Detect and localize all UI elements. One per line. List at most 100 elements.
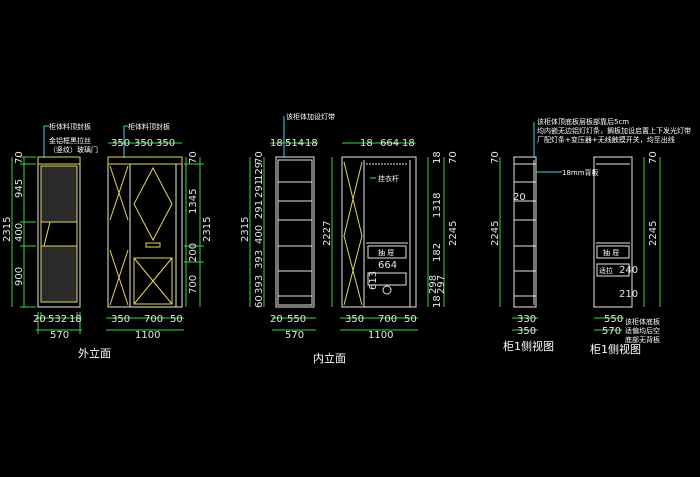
caption-exterior: 外立面 bbox=[78, 346, 111, 360]
dim-570: 570 bbox=[50, 330, 69, 341]
caption-side-1: 柜1侧视图 bbox=[503, 339, 554, 353]
dim-400: 400 bbox=[14, 223, 25, 242]
dim-70: 70 bbox=[14, 151, 25, 164]
dim-200: 200 bbox=[188, 243, 199, 262]
dim-1318: 1318 bbox=[432, 193, 443, 218]
dim-350: 350 bbox=[517, 326, 536, 337]
caption-interior: 内立面 bbox=[313, 351, 346, 365]
dim-18: 18 bbox=[402, 138, 415, 149]
dim-2245: 2245 bbox=[448, 221, 459, 246]
side-note-1: 该柜体顶底板层板部靠后5cm bbox=[537, 117, 629, 126]
dim-1100: 1100 bbox=[135, 330, 160, 341]
upper-glass-door bbox=[40, 165, 78, 223]
dim-297: 297 bbox=[436, 275, 447, 294]
dim-20: 20 bbox=[513, 192, 526, 203]
drawer-side bbox=[596, 245, 630, 259]
dim-393: 393 bbox=[254, 275, 265, 294]
side-note-3: 厂配灯条+变压器+无线触摸开关，均至出线 bbox=[537, 135, 675, 144]
dim-350: 350 bbox=[111, 138, 130, 149]
exterior-left-dimensions: 70 945 2315 400 900 bbox=[2, 151, 36, 308]
drawer-side-label: 抽 屉 bbox=[603, 248, 619, 257]
exterior-wide-dimensions: 350 350 350 70 1345 2315 200 700 350 700… bbox=[106, 138, 213, 341]
dim-1345: 1345 bbox=[188, 189, 199, 214]
dim-514: 514 bbox=[285, 138, 304, 149]
bottom-note-3: 底部无背板 bbox=[625, 335, 660, 344]
dim-70: 70 bbox=[448, 151, 459, 164]
exterior-bottom-dimensions: 20 532 18 570 bbox=[33, 312, 82, 341]
interior-shelf-cabinet bbox=[275, 156, 315, 308]
exterior-wide-cabinet bbox=[107, 156, 183, 308]
interior-shelf-dimensions: 该柜体加设灯带 18 514 18 70 129 291 291 2315 40… bbox=[240, 112, 335, 341]
dim-129: 129 bbox=[254, 162, 265, 181]
dim-298: 298 bbox=[428, 275, 439, 294]
dim-291: 291 bbox=[254, 200, 265, 219]
side-note-2: 均内嵌无边铝灯灯条，搁板加设启置上下发光灯带 bbox=[537, 126, 691, 135]
pullout-label: 适拉 bbox=[599, 266, 613, 275]
dim-700: 700 bbox=[378, 314, 397, 325]
dim-2227: 2227 bbox=[322, 221, 333, 246]
bottom-note-1: 该柜体底板 bbox=[625, 317, 660, 326]
dim-330: 330 bbox=[517, 314, 536, 325]
dim-240: 240 bbox=[619, 265, 638, 276]
dim-664: 664 bbox=[378, 260, 397, 271]
dim-532: 532 bbox=[48, 314, 67, 325]
exterior-notes: 柜体料顶封板 金铝框黑拉丝 （竖纹）玻璃门 柜体料顶封板 bbox=[43, 122, 170, 158]
dim-70: 70 bbox=[490, 151, 501, 164]
dim-393: 393 bbox=[254, 250, 265, 269]
dim-350: 350 bbox=[345, 314, 364, 325]
dim-20: 20 bbox=[33, 314, 46, 325]
side-view-2-dimensions: 70 2245 该柜体底板 适偏均后空 底部无背板 550 570 bbox=[594, 151, 661, 344]
interior-wardrobe-dimensions: 18 664 18 2227 18 70 1318 2245 182 298 2… bbox=[322, 138, 459, 341]
drawer-label: 抽 屉 bbox=[378, 248, 394, 257]
dim-400: 400 bbox=[254, 225, 265, 244]
dim-70: 70 bbox=[254, 151, 265, 164]
caption-side-2: 柜1侧视图 bbox=[590, 342, 641, 356]
dim-550: 550 bbox=[604, 314, 623, 325]
dim-664: 664 bbox=[380, 138, 399, 149]
dim-570: 570 bbox=[602, 326, 621, 337]
dim-70: 70 bbox=[648, 151, 659, 164]
note-light-strip: 该柜体加设灯带 bbox=[286, 112, 335, 121]
drawer-2 bbox=[367, 272, 407, 286]
dim-50: 50 bbox=[170, 314, 183, 325]
side-view-2: 抽 屉 适拉 240 210 bbox=[593, 156, 638, 308]
dim-60: 60 bbox=[254, 295, 265, 308]
side-view-1: 20 18mm背板 bbox=[513, 156, 599, 308]
dim-700: 700 bbox=[188, 275, 199, 294]
dim-1100: 1100 bbox=[368, 330, 393, 341]
dim-18: 18 bbox=[432, 151, 443, 164]
dim-50: 50 bbox=[404, 314, 417, 325]
exterior-narrow-cabinet bbox=[37, 156, 81, 308]
dim-350: 350 bbox=[156, 138, 175, 149]
dim-2315: 2315 bbox=[202, 217, 213, 242]
dim-291: 291 bbox=[254, 179, 265, 198]
dim-2245: 2245 bbox=[490, 221, 501, 246]
dim-350: 350 bbox=[111, 314, 130, 325]
dim-700: 700 bbox=[144, 314, 163, 325]
dim-613: 613 bbox=[368, 271, 379, 290]
dim-20: 20 bbox=[270, 314, 283, 325]
note-glass-door-1: 金铝框黑拉丝 bbox=[49, 136, 91, 145]
dim-570: 570 bbox=[285, 330, 304, 341]
hanging-rod-label: 挂衣杆 bbox=[378, 174, 399, 183]
dim-350: 350 bbox=[134, 138, 153, 149]
dim-900: 900 bbox=[14, 267, 25, 286]
drawer-1 bbox=[367, 245, 407, 259]
backboard-note: 18mm背板 bbox=[562, 168, 599, 177]
narrow-top-board bbox=[37, 156, 81, 165]
dim-210: 210 bbox=[619, 289, 638, 300]
note-glass-door-2: （竖纹）玻璃门 bbox=[49, 145, 98, 154]
dim-70: 70 bbox=[188, 151, 199, 164]
dim-182: 182 bbox=[432, 243, 443, 262]
dim-18: 18 bbox=[270, 138, 283, 149]
dim-550: 550 bbox=[287, 314, 306, 325]
dim-2245: 2245 bbox=[648, 221, 659, 246]
dim-2315: 2315 bbox=[240, 217, 251, 242]
dim-945: 945 bbox=[14, 179, 25, 198]
dim-18: 18 bbox=[69, 314, 82, 325]
dim-18: 18 bbox=[305, 138, 318, 149]
interior-wardrobe: 抽 屉 挂衣杆 664 613 bbox=[341, 156, 417, 308]
side-view-1-dimensions: 该柜体顶底板层板部靠后5cm 均内嵌无边铝灯灯条，搁板加设启置上下发光灯带 厂配… bbox=[490, 117, 691, 337]
